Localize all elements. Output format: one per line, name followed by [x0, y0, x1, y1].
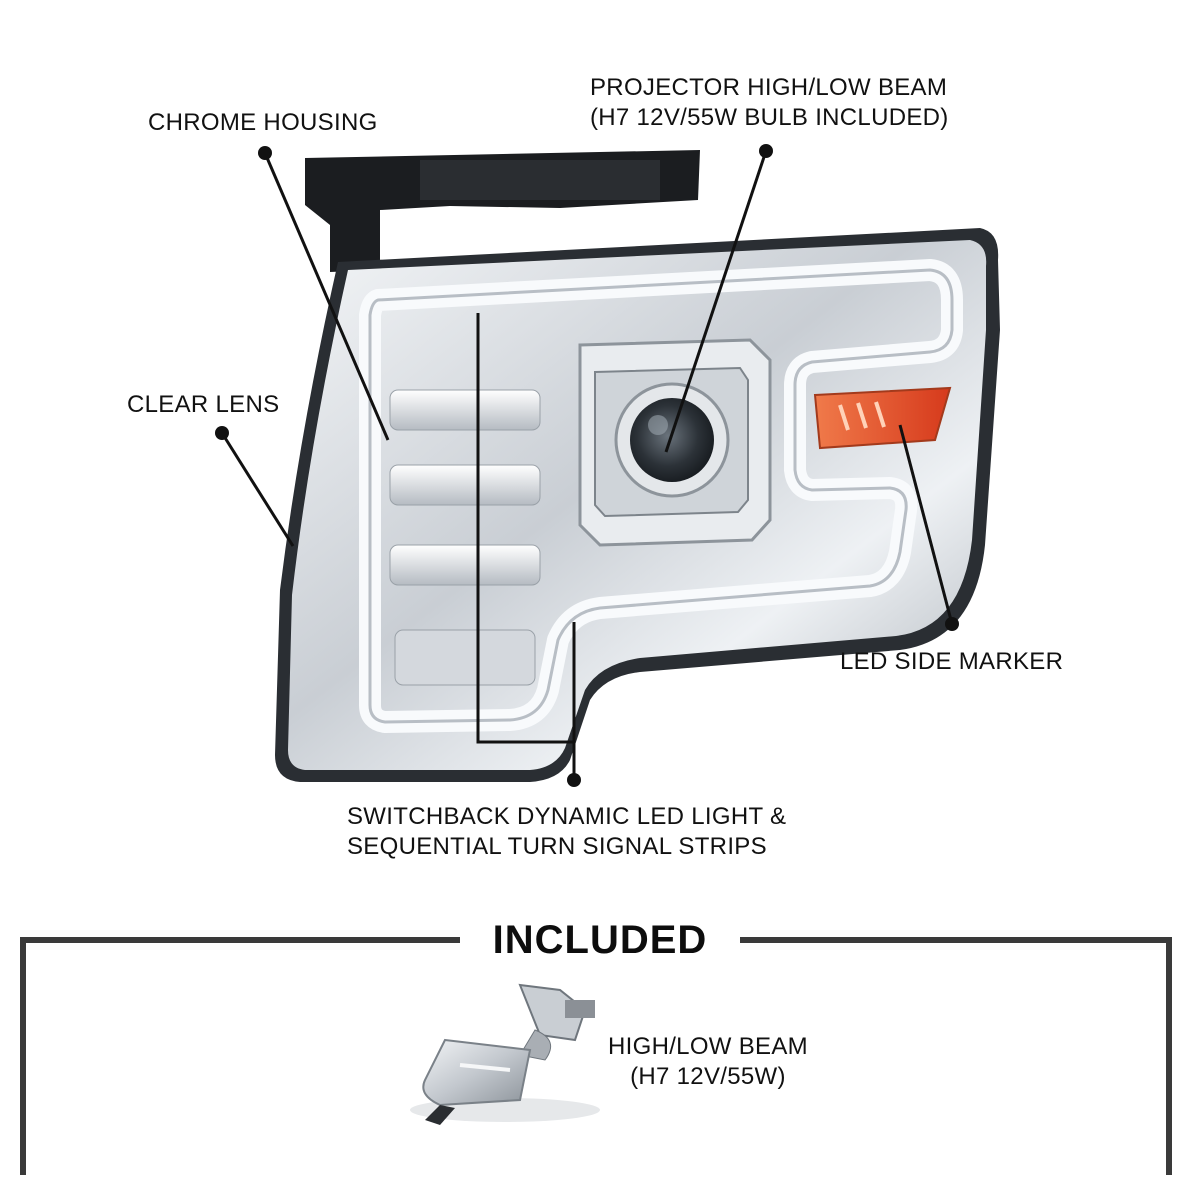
callout-lines — [220, 150, 954, 778]
label-chrome-housing: CHROME HOUSING — [148, 109, 378, 136]
led-side-marker — [813, 386, 952, 450]
included-title: INCLUDED — [460, 918, 740, 963]
mounting-bracket — [305, 150, 700, 272]
label-bulb-included: HIGH/LOW BEAM (H7 12V/55W) — [608, 1033, 808, 1090]
callout-dots — [215, 144, 959, 787]
h7-bulb-illustration — [410, 983, 600, 1125]
projector-assembly — [578, 338, 772, 547]
label-switchback-led: SWITCHBACK DYNAMIC LED LIGHT & SEQUENTIA… — [347, 803, 787, 860]
switchback-led-bar — [359, 259, 963, 733]
included-frame — [20, 937, 1172, 1175]
label-led-side-marker: LED SIDE MARKER — [840, 648, 1064, 675]
label-clear-lens: CLEAR LENS — [127, 391, 280, 418]
label-projector-beam: PROJECTOR HIGH/LOW BEAM (H7 12V/55W BULB… — [590, 74, 949, 131]
reflector-fins — [389, 389, 541, 686]
